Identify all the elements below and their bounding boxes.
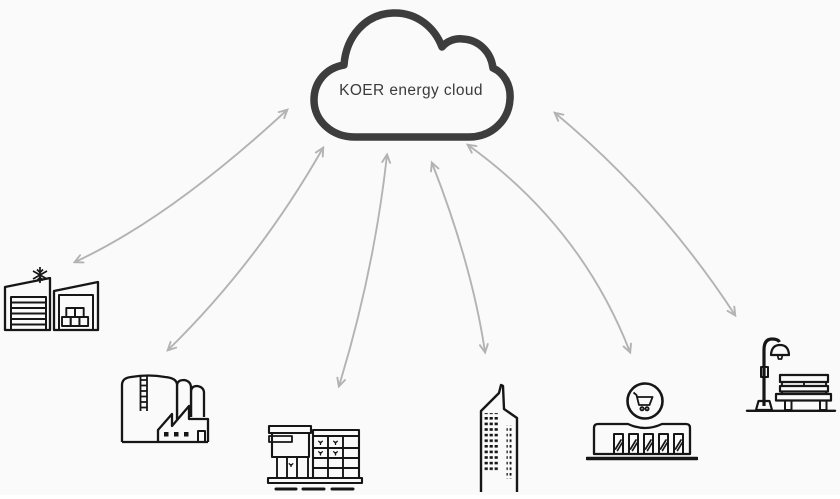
- factory-icon: [118, 371, 214, 446]
- mall-doors: [613, 433, 684, 454]
- cloud-shape: [310, 9, 514, 141]
- produce-marks: [317, 440, 339, 456]
- arrow-cloud-to-office-tower: [432, 163, 485, 352]
- supermarket-icon: [262, 418, 366, 493]
- cold-storage-warehouse-icon: [2, 262, 106, 334]
- arrow-cloud-to-shopping-mall: [468, 145, 630, 352]
- door-glare: [614, 439, 683, 452]
- street-lamp-bench-icon: [744, 326, 838, 416]
- ladder: [139, 375, 148, 411]
- shopping-cart-icon: [632, 391, 654, 412]
- cloud-label: KOER energy cloud: [339, 82, 483, 99]
- tower-windows: [506, 425, 512, 479]
- tower-windows: [484, 413, 499, 471]
- arrow-cloud-to-supermarket: [339, 155, 387, 386]
- stacked-boxes: [61, 307, 90, 327]
- park-bench: [774, 373, 833, 411]
- arrow-cloud-to-factory: [168, 148, 323, 350]
- shopping-mall-icon: [585, 376, 699, 462]
- office-tower-icon: [474, 382, 522, 494]
- arrow-cloud-to-street-lamp-bench: [555, 113, 735, 315]
- arrow-cloud-to-cold-storage: [75, 110, 287, 262]
